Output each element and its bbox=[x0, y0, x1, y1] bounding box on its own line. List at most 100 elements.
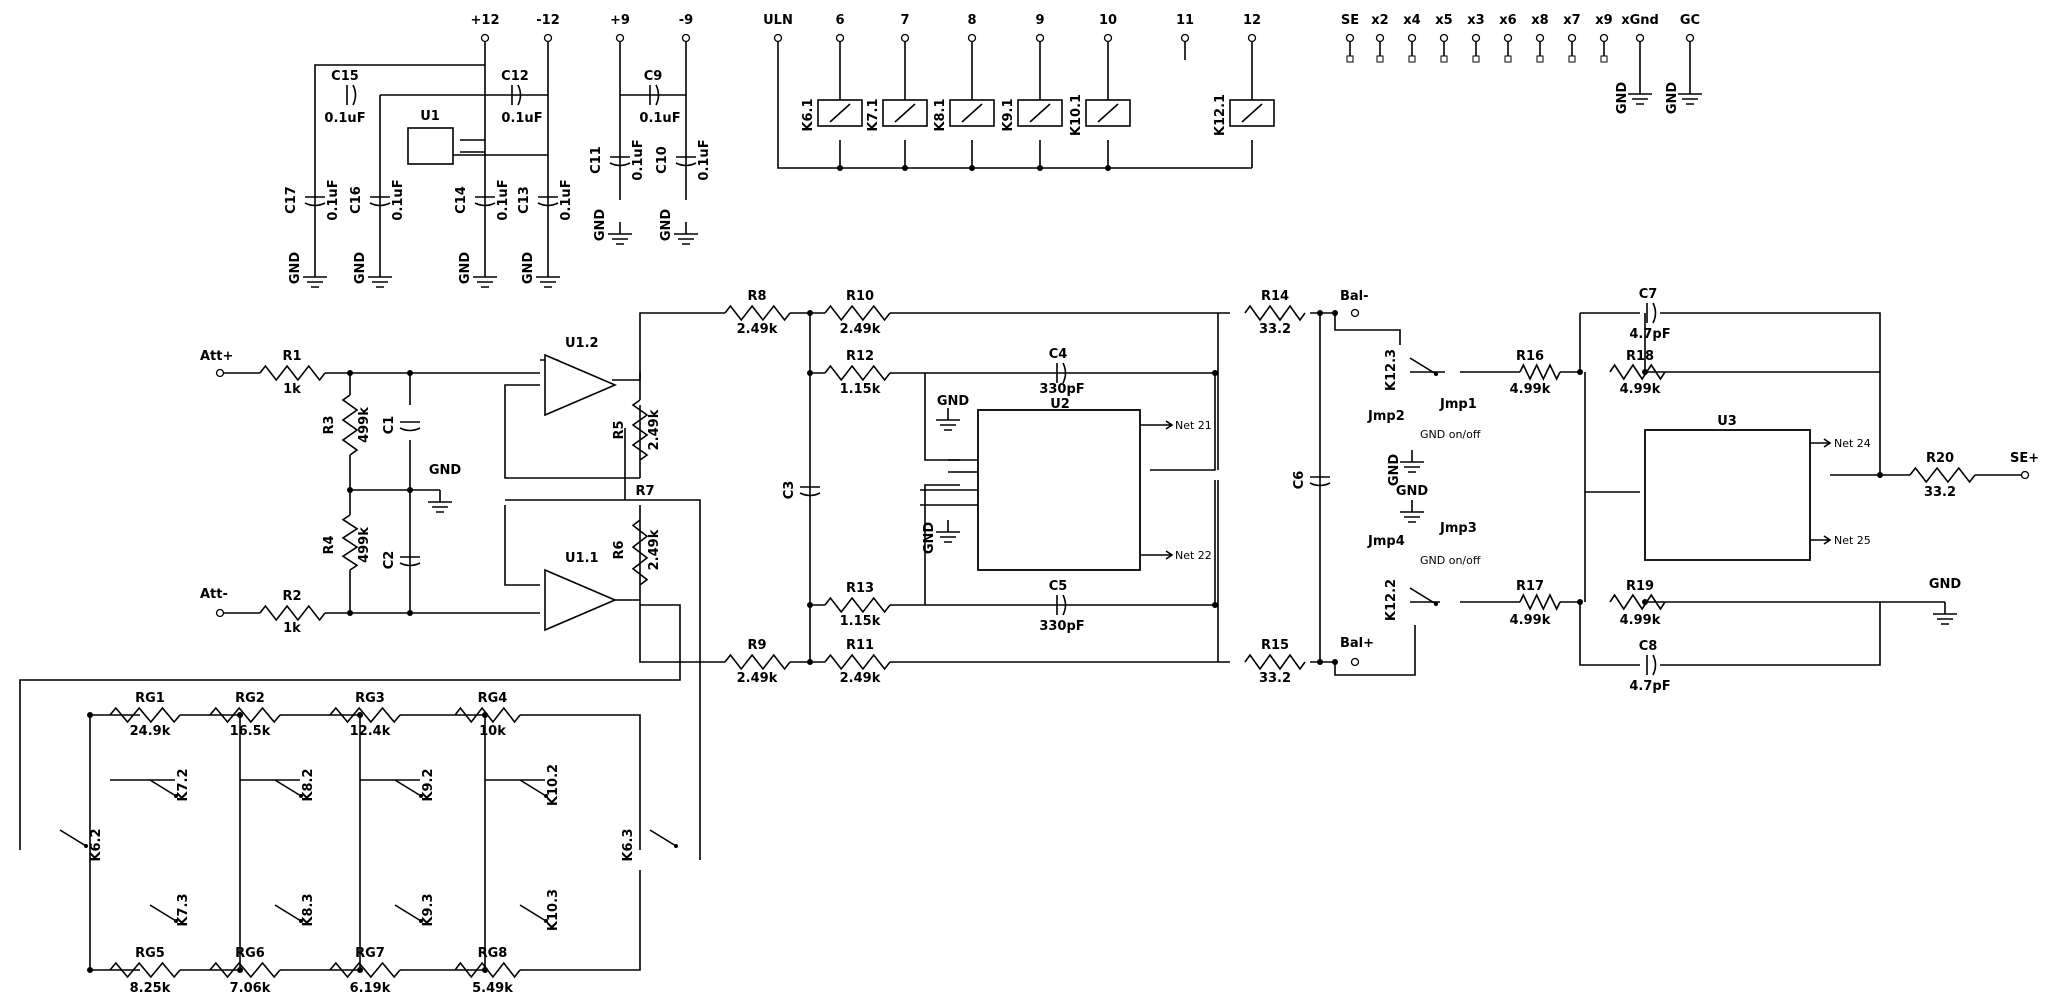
relay-contact-K7-2 bbox=[149, 779, 177, 797]
res-ref-R2: R2 bbox=[282, 589, 301, 604]
res-RG3 bbox=[329, 706, 401, 724]
res-R3 bbox=[341, 394, 359, 456]
res-ref-R19: R19 bbox=[1626, 579, 1654, 594]
res-RG1 bbox=[109, 706, 181, 724]
res-R13 bbox=[824, 596, 891, 614]
relay-contact-K6-3 bbox=[649, 829, 677, 847]
misc-pad bbox=[1472, 55, 1480, 63]
relay-bus-label-0: ULN bbox=[763, 13, 793, 28]
misc-connector-terminal-2 bbox=[1407, 33, 1417, 43]
junction-dot bbox=[87, 967, 93, 973]
relay-coil-2-diag bbox=[961, 103, 983, 123]
gnd-C13 bbox=[536, 265, 560, 288]
opamp-U1-2-ref: U1.2 bbox=[565, 336, 599, 351]
cap-value-C5: 330pF bbox=[1039, 619, 1084, 634]
cap-value-C16: 0.1uF bbox=[391, 179, 406, 220]
cap-C12 bbox=[511, 84, 522, 106]
gnd-label: GND bbox=[659, 209, 674, 242]
res-ref-RG7: RG7 bbox=[355, 946, 385, 961]
res-ref-RG8: RG8 bbox=[478, 946, 508, 961]
relay-contact-ref-K6-2: K6.2 bbox=[89, 828, 104, 861]
res-RG6 bbox=[209, 961, 281, 979]
res-value-R1: 1k bbox=[283, 382, 301, 397]
rail-label-2: +9 bbox=[610, 13, 630, 28]
relay-contact-ref-K6-3: K6.3 bbox=[621, 828, 636, 861]
relay-contact-K10-2-pivot bbox=[544, 794, 548, 798]
res-R20 bbox=[1909, 466, 1976, 484]
res-value-R3: 499k bbox=[357, 407, 372, 443]
arrow-net24 bbox=[1810, 438, 1832, 448]
cap-value-C14: 0.1uF bbox=[496, 179, 511, 220]
cap-ref-C12: C12 bbox=[501, 69, 529, 84]
opamp-U1-1 bbox=[544, 568, 618, 632]
junction-dot bbox=[407, 610, 413, 616]
junction-dot bbox=[482, 712, 488, 718]
gnd-label: GND bbox=[353, 252, 368, 285]
cap-ref-C2: C2 bbox=[382, 551, 397, 570]
misc-connector-label-9: xGnd bbox=[1621, 13, 1659, 28]
junction-dot bbox=[902, 165, 908, 171]
cap-value-C4: 330pF bbox=[1039, 382, 1084, 397]
net22-label: Net 22 bbox=[1175, 549, 1212, 562]
res-R1 bbox=[259, 364, 326, 382]
cap-ref-C14: C14 bbox=[454, 186, 469, 214]
se-plus-terminal bbox=[2020, 470, 2030, 480]
relay-bus-terminal-7 bbox=[1247, 33, 1257, 43]
relay-contact-ref-K7-2: K7.2 bbox=[176, 768, 191, 801]
relay-contact-K8-3-pivot bbox=[299, 919, 303, 923]
relay-bus-terminal-5 bbox=[1103, 33, 1113, 43]
gnd-label: GND bbox=[1387, 454, 1402, 487]
junction-dot bbox=[1212, 370, 1218, 376]
res-value-R13: 1.15k bbox=[840, 614, 881, 629]
res-ref-R15: R15 bbox=[1261, 638, 1289, 653]
relay-contact-ref-K10-3: K10.3 bbox=[546, 889, 561, 931]
res-R6 bbox=[631, 519, 649, 586]
gnd-gc bbox=[1678, 82, 1702, 105]
relay-coil-ref-0: K6.1 bbox=[801, 98, 816, 131]
relay-contact-K10-3 bbox=[519, 904, 547, 922]
opamp-U1-2 bbox=[544, 353, 618, 417]
res-ref-RG5: RG5 bbox=[135, 946, 165, 961]
misc-pad bbox=[1568, 55, 1576, 63]
res-ref-R9: R9 bbox=[747, 638, 766, 653]
cap-ref-C15: C15 bbox=[331, 69, 359, 84]
relay-contact-ref-K7-3: K7.3 bbox=[176, 893, 191, 926]
ic-U2 bbox=[977, 409, 1141, 571]
ic-U1-ref: U1 bbox=[420, 109, 440, 124]
relay-coil-4-diag bbox=[1097, 103, 1119, 123]
res-ref-R3: R3 bbox=[322, 415, 337, 434]
ic-U1 bbox=[407, 127, 454, 165]
cap-C3 bbox=[799, 486, 821, 497]
gnd-u2-top bbox=[936, 408, 960, 431]
misc-connector-label-8: x9 bbox=[1595, 13, 1612, 28]
symbols bbox=[59, 33, 2030, 979]
cap-value-C12: 0.1uF bbox=[501, 111, 542, 126]
cap-C1 bbox=[399, 421, 421, 432]
relay-bus-label-6: 11 bbox=[1176, 13, 1194, 28]
gnd-label: GND bbox=[1396, 484, 1429, 499]
gnd-C10 bbox=[674, 222, 698, 245]
cap-value-C11: 0.1uF bbox=[631, 139, 646, 180]
res-value-RG3: 12.4k bbox=[350, 724, 391, 739]
cap-C2 bbox=[399, 556, 421, 567]
relay-contact-K7-3 bbox=[149, 904, 177, 922]
cap-ref-C10: C10 bbox=[655, 146, 670, 174]
net21-label: Net 21 bbox=[1175, 419, 1212, 432]
cap-value-C17: 0.1uF bbox=[326, 179, 341, 220]
res-ref-R12: R12 bbox=[846, 349, 874, 364]
res-value-R18: 4.99k bbox=[1620, 382, 1661, 397]
wires bbox=[19, 42, 2025, 971]
relay-contact-K12-2-pivot bbox=[1434, 602, 1438, 606]
bal-plus-terminal bbox=[1350, 657, 1360, 667]
misc-connector-terminal-9 bbox=[1635, 33, 1645, 43]
junction-dot bbox=[237, 967, 243, 973]
misc-connector-terminal-4 bbox=[1471, 33, 1481, 43]
res-value-R10: 2.49k bbox=[840, 322, 881, 337]
relay-contact-K9-2-pivot bbox=[419, 794, 423, 798]
gnd-label: GND bbox=[1665, 82, 1680, 115]
res-R5 bbox=[631, 399, 649, 461]
junction-dot bbox=[1317, 310, 1323, 316]
misc-connector-terminal-7 bbox=[1567, 33, 1577, 43]
junction-dot bbox=[969, 165, 975, 171]
